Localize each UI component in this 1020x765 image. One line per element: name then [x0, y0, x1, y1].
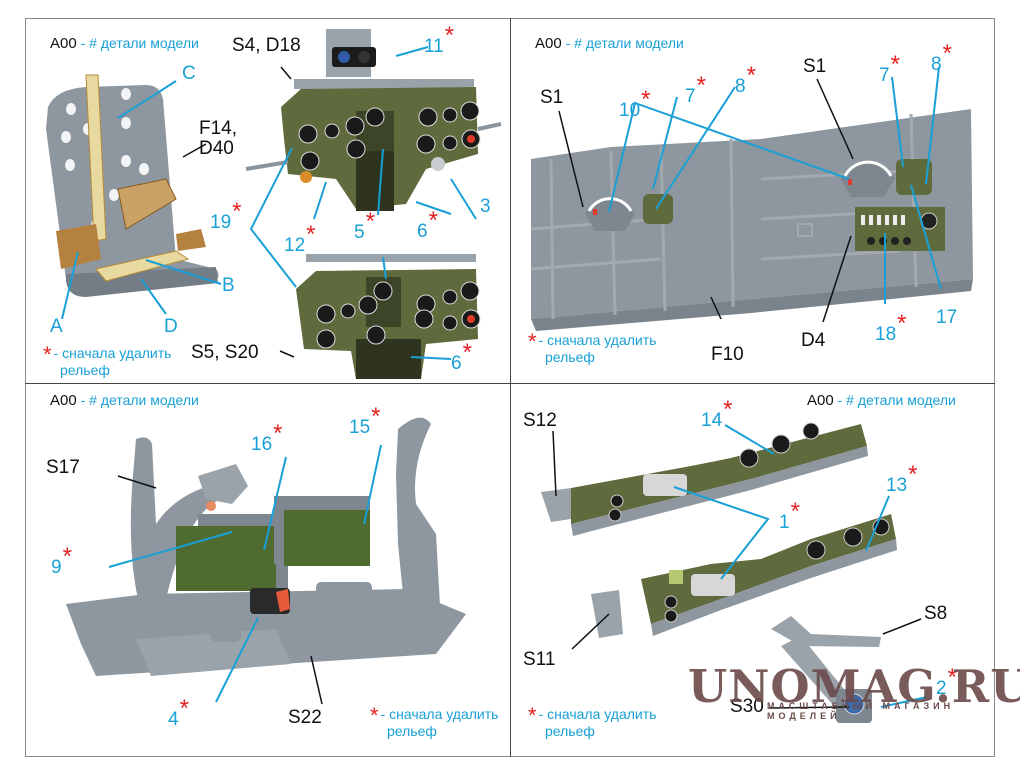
legend-description: # детали модели	[574, 35, 684, 51]
label-F14: F14,	[199, 118, 238, 139]
panel-side-consoles: A00 - # детали модели S12 S11 S8 S30 14*…	[511, 384, 994, 756]
label-8-right: 8*	[931, 40, 952, 75]
callout-lines-blue	[108, 444, 382, 703]
side-wall-render	[530, 109, 973, 331]
legend: A00 - # детали модели	[50, 393, 199, 408]
legend-description: # детали модели	[89, 392, 199, 408]
seat-dashboard-illustration	[46, 29, 502, 379]
label-A: A	[50, 316, 63, 337]
legend: A00 - # детали модели	[535, 36, 684, 51]
label-12: 12*	[284, 221, 316, 256]
legend-code: A00	[807, 392, 834, 409]
label-11: 11*	[424, 22, 455, 57]
side-consoles-illustration	[541, 422, 928, 723]
dashboard-lower-render	[296, 254, 481, 379]
legend-separator: -	[561, 35, 575, 51]
label-F10: F10	[711, 344, 744, 365]
callout-lines-black	[552, 430, 922, 709]
label-14: 14*	[701, 396, 733, 431]
legend-separator: -	[833, 392, 847, 408]
legend-separator: -	[76, 35, 90, 51]
label-D4: D4	[801, 330, 826, 351]
callout-lines-blue	[608, 66, 942, 304]
label-S1-left: S1	[540, 87, 564, 108]
label-S4-D18: S4, D18	[232, 35, 301, 56]
panel-side-wall: A00 - # детали модели S1 S1 10* 7* 8* 7*…	[511, 19, 994, 383]
label-S1-right: S1	[803, 56, 827, 77]
label-13: 13*	[886, 461, 918, 496]
label-6-top: 6*	[417, 207, 438, 242]
label-18: 18*	[875, 310, 907, 345]
legend-separator: -	[76, 392, 90, 408]
callout-lines-black	[182, 66, 295, 358]
legend-description: # детали модели	[89, 35, 199, 51]
label-D40: D40	[199, 138, 234, 159]
legend-code: A00	[50, 35, 77, 52]
label-S5-S20: S5, S20	[191, 342, 259, 363]
watermark-subtitle: МАСШТАБНЫЙ МАГАЗИН МОДЕЛЕЙ	[767, 701, 955, 721]
callout-lines-blue	[673, 424, 928, 708]
label-S22: S22	[288, 707, 322, 728]
label-S11: S11	[523, 649, 556, 670]
label-S8: S8	[924, 603, 948, 624]
callout-lines-black	[558, 78, 854, 323]
label-C: C	[182, 63, 196, 84]
label-15: 15*	[349, 403, 381, 438]
label-10: 10*	[619, 86, 651, 121]
legend-code: A00	[50, 392, 77, 409]
legend: A00 - # детали модели	[50, 36, 199, 51]
side-wall-illustration	[530, 66, 973, 331]
legend-code: A00	[535, 35, 562, 52]
label-7-right: 7*	[879, 51, 900, 86]
horizontal-divider	[25, 383, 995, 384]
label-19: 19*	[210, 198, 242, 233]
panel-cockpit-floor: A00 - # детали модели S17 9* 16* 15* 4* …	[26, 384, 510, 756]
side-consoles-render	[541, 422, 897, 723]
callout-lines-black	[117, 475, 323, 705]
label-16: 16*	[251, 420, 283, 455]
label-17: 17	[936, 307, 958, 328]
label-4: 4*	[168, 695, 189, 730]
legend: A00 - # детали модели	[807, 393, 956, 408]
label-1: 1*	[779, 498, 800, 533]
label-S30: S30	[730, 696, 764, 717]
dashboard-upper-render	[245, 29, 502, 211]
label-7-left: 7*	[685, 72, 706, 107]
label-9: 9*	[51, 543, 72, 578]
label-D: D	[164, 316, 178, 337]
vertical-divider	[510, 18, 511, 757]
label-2: 2*	[936, 664, 957, 699]
callout-lines-blue	[61, 46, 477, 360]
panel-seat-dashboard: A00 - # детали модели C F14, D40 B A D S…	[26, 19, 510, 383]
cockpit-floor-render	[66, 417, 466, 676]
legend-description: # детали модели	[846, 392, 956, 408]
watermark-logo: UNOMAG.RU	[688, 660, 1020, 713]
label-S17: S17	[46, 457, 80, 478]
label-3: 3	[480, 196, 491, 217]
label-5: 5*	[354, 208, 375, 243]
label-6-bottom: 6*	[451, 339, 472, 374]
cockpit-floor-illustration	[66, 417, 466, 705]
label-8-left: 8*	[735, 62, 756, 97]
label-S12: S12	[523, 410, 557, 431]
label-B: B	[222, 275, 235, 296]
